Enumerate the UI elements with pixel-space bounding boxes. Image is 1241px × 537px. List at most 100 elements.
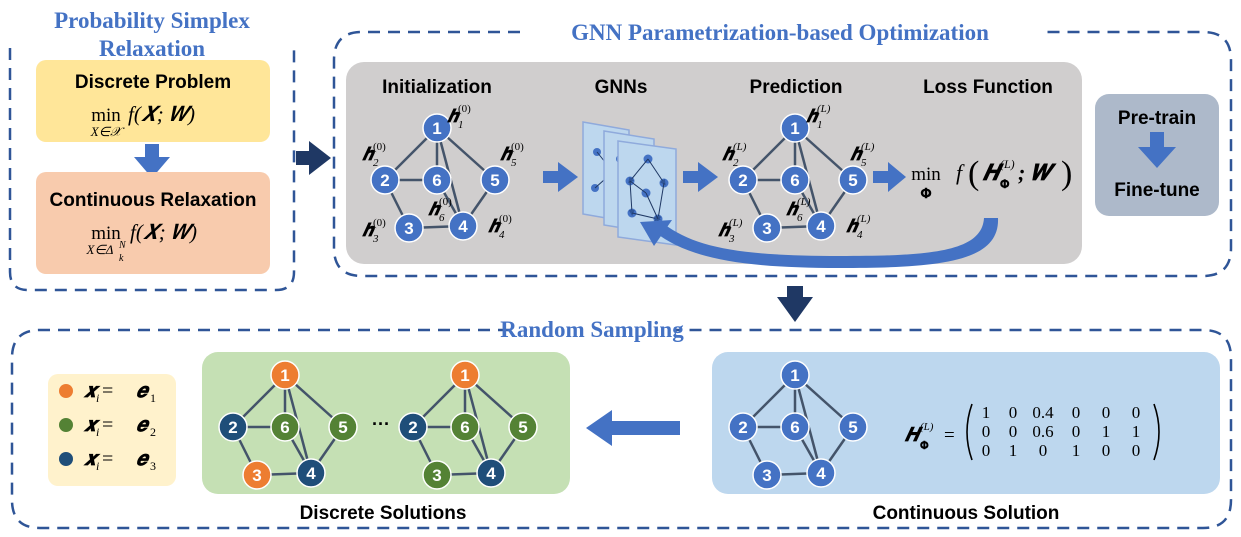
graph-node [270, 412, 300, 442]
graph-node [448, 211, 478, 241]
graph-node [780, 412, 810, 442]
graph-node [450, 360, 480, 390]
matrix-left-paren [966, 403, 973, 461]
graph-node-label: 6 [432, 171, 441, 190]
discrete-problem-title: Discrete Problem [75, 72, 231, 93]
graph-node-label: 5 [848, 171, 857, 190]
gnns-label: GNNs [595, 77, 648, 98]
matrix-cell: 0.4 [1032, 403, 1054, 422]
matrix-cell: 0 [1072, 422, 1081, 441]
graph-node [296, 458, 326, 488]
graph-node-label: 6 [280, 418, 289, 437]
graph-node-label: 3 [762, 466, 771, 485]
matrix-cell: 0 [1102, 441, 1111, 460]
init-h4-sup: (0) [499, 213, 512, 225]
init-h5-sup: (0) [511, 141, 524, 153]
gnn-pipeline-panel [346, 62, 1082, 264]
relaxation-section: Probability Simplex Relaxation Discrete … [8, 8, 296, 292]
graph-node [450, 412, 480, 442]
matrix-cell: 1 [1072, 441, 1081, 460]
init-h2-sub: 2 [373, 157, 379, 169]
relaxation-dashed-frame [8, 48, 296, 292]
init-h-labels: 𝒉 1 (0) 𝒉 2 (0) 𝒉 3 (0) 𝒉 4 (0) 𝒉 5 (0) … [362, 103, 524, 245]
init-h6: 𝒉 [428, 199, 442, 219]
gnns-to-prediction-arrow [683, 162, 718, 192]
matrix-right-paren [1153, 403, 1160, 461]
graph-node [728, 165, 758, 195]
matrix-H-sub: 𝚽 [920, 440, 929, 452]
graph-node-label: 5 [518, 418, 527, 437]
pred-h4: 𝒉 [846, 216, 860, 236]
graph-node-label: 1 [790, 366, 799, 385]
matrix-cell: 1 [1009, 441, 1018, 460]
graph-node-label: 1 [460, 366, 469, 385]
discrete-solutions-label: Discrete Solutions [300, 503, 467, 524]
continuous-solution-panel [712, 352, 1220, 494]
legend-swatch [59, 384, 73, 398]
init-h1-sub: 1 [458, 119, 464, 131]
graph-node-label: 4 [816, 464, 826, 483]
graph-node-label: 5 [848, 418, 857, 437]
continuous-min: min [91, 223, 121, 244]
prediction-label: Prediction [750, 77, 843, 98]
graph-node [476, 458, 506, 488]
legend-i: i [96, 459, 99, 473]
matrix-cell: 0 [1132, 403, 1141, 422]
init-h3-sub: 3 [372, 233, 379, 245]
initialization-label: Initialization [382, 77, 492, 98]
matrix-cell: 0 [1009, 422, 1018, 441]
init-h4: 𝒉 [488, 216, 502, 236]
relax-to-gnn-arrow [296, 141, 331, 175]
legend-n: 1 [150, 391, 156, 405]
pred-h5-sub: 5 [861, 157, 867, 169]
loss-right-paren: ) [1061, 155, 1072, 192]
graph-node-label: 6 [790, 418, 799, 437]
graph-node-label: 3 [404, 219, 413, 238]
sampling-dashed-frame [10, 328, 1233, 530]
matrix-cell: 0 [1132, 441, 1141, 460]
graph-node [780, 360, 810, 390]
init-h5: 𝒉 [500, 144, 514, 164]
graph-node [728, 412, 758, 442]
matrix-H: 𝑯 [904, 425, 924, 446]
legend-e: 𝒆 [136, 414, 150, 436]
pred-h4-sub: 4 [857, 229, 863, 241]
graph-node [398, 412, 428, 442]
graph-node [422, 460, 452, 490]
continuous-objective: f(𝑿; 𝑾) [130, 220, 197, 244]
pred-h3-sub: 3 [728, 233, 735, 245]
matrix-cell: 0 [1072, 403, 1081, 422]
continuous-solution-label: Continuous Solution [873, 503, 1060, 524]
matrix-cell: 1 [1132, 422, 1141, 441]
graph-node-label: 3 [762, 219, 771, 238]
graph-node [422, 165, 452, 195]
continuous-relaxation-title: Continuous Relaxation [50, 190, 257, 211]
feedback-arrow [640, 218, 999, 268]
pred-h-labels: 𝒉 1 (L) 𝒉 2 (L) 𝒉 3 (L) 𝒉 4 (L) 𝒉 5 (L) … [718, 103, 875, 245]
graph-node-label: 2 [408, 418, 417, 437]
graph-node [806, 211, 836, 241]
graph-node-label: 3 [252, 466, 261, 485]
pred-h6-sub: 6 [797, 212, 803, 224]
graph-node-label: 1 [790, 119, 799, 138]
loss-H: 𝑯 [982, 160, 1005, 185]
legend-swatch [59, 452, 73, 466]
relaxation-down-arrow [134, 144, 170, 178]
loss-function-label: Loss Function [923, 77, 1053, 98]
legend-eq: = [102, 380, 113, 402]
matrix-cell: 0 [1009, 403, 1018, 422]
discrete-min-sub: X∈𝒳 [90, 124, 125, 139]
graph-node-label: 6 [460, 418, 469, 437]
discrete-problem-box [36, 60, 270, 142]
init-h2-sup: (0) [373, 141, 386, 153]
matrix-cell: 1 [982, 403, 991, 422]
legend-i: i [96, 425, 99, 439]
matrix-cell: 0 [1102, 403, 1111, 422]
legend-n: 3 [150, 459, 156, 473]
